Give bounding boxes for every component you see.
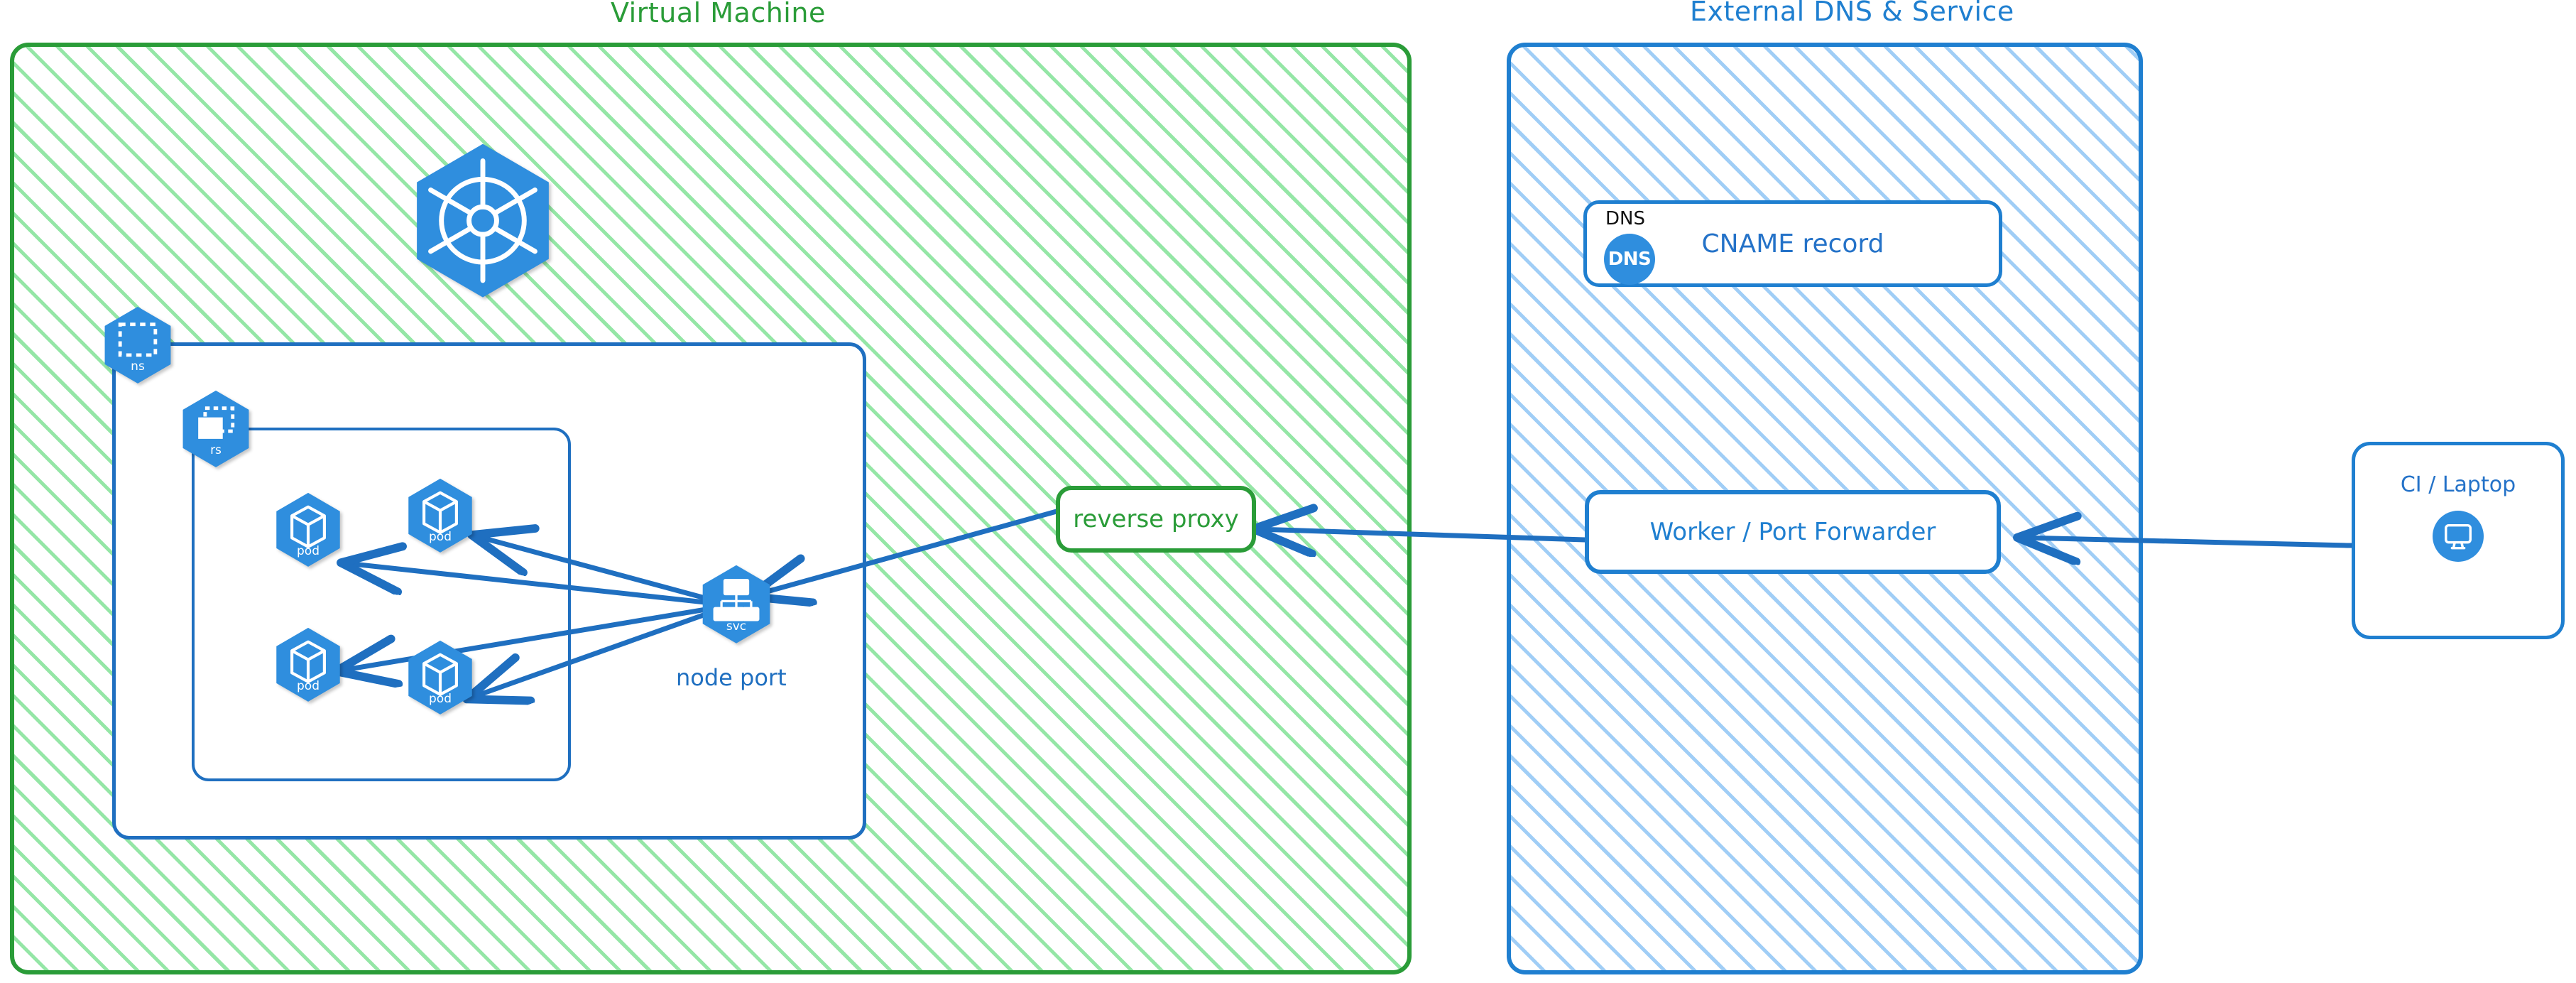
service-icon: svc [697, 564, 775, 648]
reverse-proxy-label: reverse proxy [1073, 505, 1239, 533]
dns-record-card[interactable]: DNS DNS CNAME record [1583, 200, 2002, 287]
namespace-icon: ns [99, 305, 176, 388]
pod-icon-3: pod [271, 626, 345, 706]
worker-port-forwarder-label: Worker / Port Forwarder [1649, 518, 1936, 546]
reverse-proxy-box[interactable]: reverse proxy [1056, 486, 1256, 553]
dns-badge-icon: DNS [1604, 234, 1655, 285]
zone-title-virtual-machine: Virtual Machine [611, 0, 826, 28]
kubernetes-logo-icon [406, 142, 560, 305]
replicaset-icon: rs [178, 389, 254, 472]
worker-port-forwarder-box[interactable]: Worker / Port Forwarder [1585, 490, 2001, 574]
cname-record-label: CNAME record [1701, 229, 1884, 259]
zone-title-external-dns-service: External DNS & Service [1690, 0, 2014, 27]
replicaset-container [192, 428, 571, 781]
pod-icon-2: pod [403, 477, 477, 557]
monitor-icon [2433, 511, 2484, 562]
pod-icon-4: pod [403, 639, 477, 719]
node-port-caption: node port [676, 664, 787, 691]
ci-laptop-card[interactable]: CI / Laptop [2352, 442, 2565, 639]
dns-card-tag: DNS [1605, 208, 1645, 229]
pod-icon-1: pod [271, 492, 345, 571]
ci-laptop-title: CI / Laptop [2400, 472, 2516, 497]
